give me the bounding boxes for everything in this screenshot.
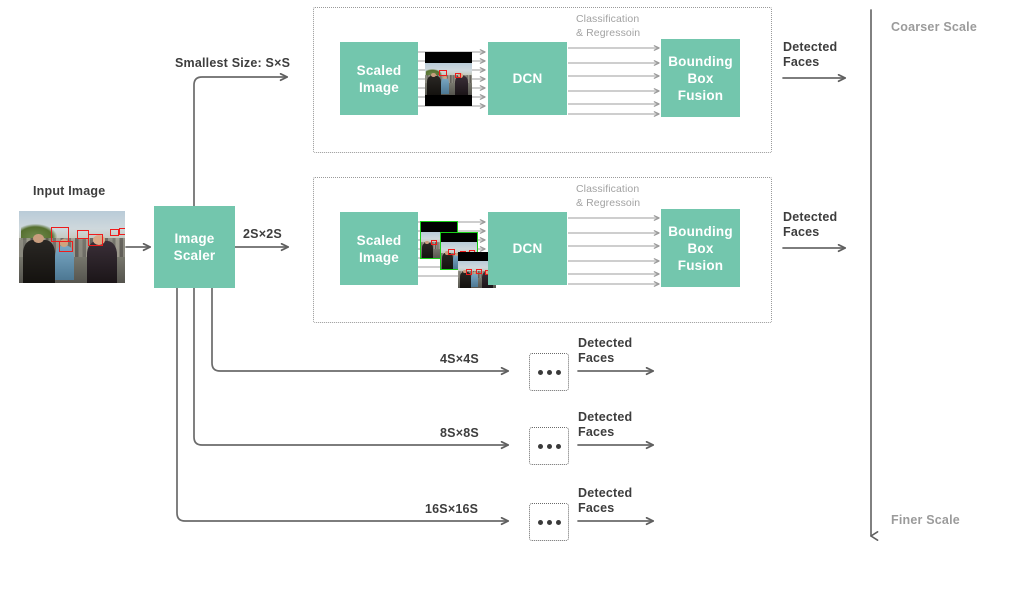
image-scaler-label-line2: Scaler: [173, 248, 216, 263]
pipeline-top-fusion-box[interactable]: Bounding Box Fusion: [661, 39, 740, 117]
pipeline-top-scaled-image-box[interactable]: Scaled Image: [340, 42, 418, 115]
finer-scale-label: Finer Scale: [891, 513, 960, 527]
pipeline-top-mid-label-line1: Classification: [576, 13, 640, 25]
branch-label-s: Smallest Size: S×S: [175, 56, 291, 70]
row-16s-output-label-line1: Detected: [578, 486, 633, 500]
row-4s-ellipsis-box: [529, 353, 569, 391]
fusion-label-line1: Bounding: [668, 53, 733, 69]
pipeline-top-output-label-line1: Detected: [783, 40, 838, 54]
row-16s-output-label-line2: Faces: [578, 501, 615, 515]
face-box: [59, 240, 74, 253]
pipeline-second-fusion-box[interactable]: Bounding Box Fusion: [661, 209, 740, 287]
branch-label-8s: 8S×8S: [440, 426, 479, 440]
branch-label-2s: 2S×2S: [243, 227, 282, 241]
face-box: [118, 228, 125, 236]
pipeline-second-mid-label-line2: & Regressoin: [576, 197, 641, 209]
pipeline-top-container: [313, 7, 772, 153]
fusion-label-line3: Fusion: [677, 87, 724, 103]
pipeline-second-output-label-line1: Detected: [783, 210, 838, 224]
pipeline-second-dcn-box[interactable]: DCN: [488, 212, 567, 285]
fusion-label-line1: Bounding: [668, 223, 733, 239]
face-box: [110, 229, 119, 237]
pipeline-second-scaled-image-box[interactable]: Scaled Image: [340, 212, 418, 285]
pipeline-top-thumbnail: [425, 52, 472, 106]
coarser-scale-label: Coarser Scale: [891, 20, 977, 34]
pipeline-second-output-label-line2: Faces: [783, 225, 820, 239]
input-image-label: Input Image: [33, 184, 106, 198]
fusion-label-line2: Box: [687, 70, 714, 86]
dcn-label: DCN: [512, 71, 543, 86]
scaled-image-label-line1: Scaled: [356, 232, 402, 248]
pipeline-top-output-label-line2: Faces: [783, 55, 820, 69]
fusion-label-line2: Box: [687, 240, 714, 256]
row-16s-ellipsis-box: [529, 503, 569, 541]
row-4s-output-label-line1: Detected: [578, 336, 633, 350]
scaled-image-label-line2: Image: [358, 79, 400, 95]
pipeline-top-dcn-box[interactable]: DCN: [488, 42, 567, 115]
row-8s-ellipsis-box: [529, 427, 569, 465]
fusion-label-line3: Fusion: [677, 257, 724, 273]
dcn-label: DCN: [512, 241, 543, 256]
image-scaler-box[interactable]: Image Scaler: [154, 206, 235, 288]
row-8s-output-label-line2: Faces: [578, 425, 615, 439]
branch-label-16s: 16S×16S: [425, 502, 479, 516]
scaled-image-label-line1: Scaled: [356, 62, 402, 78]
scaled-image-label-line2: Image: [358, 249, 400, 265]
row-4s-output-label-line2: Faces: [578, 351, 615, 365]
row-8s-output-label-line1: Detected: [578, 410, 633, 424]
branch-label-4s: 4S×4S: [440, 352, 479, 366]
image-scaler-label-line1: Image: [174, 231, 215, 246]
pipeline-second-container: [313, 177, 772, 323]
pipeline-top-mid-label-line2: & Regressoin: [576, 27, 641, 39]
face-box: [87, 234, 103, 247]
input-image-photo: [19, 211, 125, 283]
pipeline-second-mid-label-line1: Classification: [576, 183, 640, 195]
